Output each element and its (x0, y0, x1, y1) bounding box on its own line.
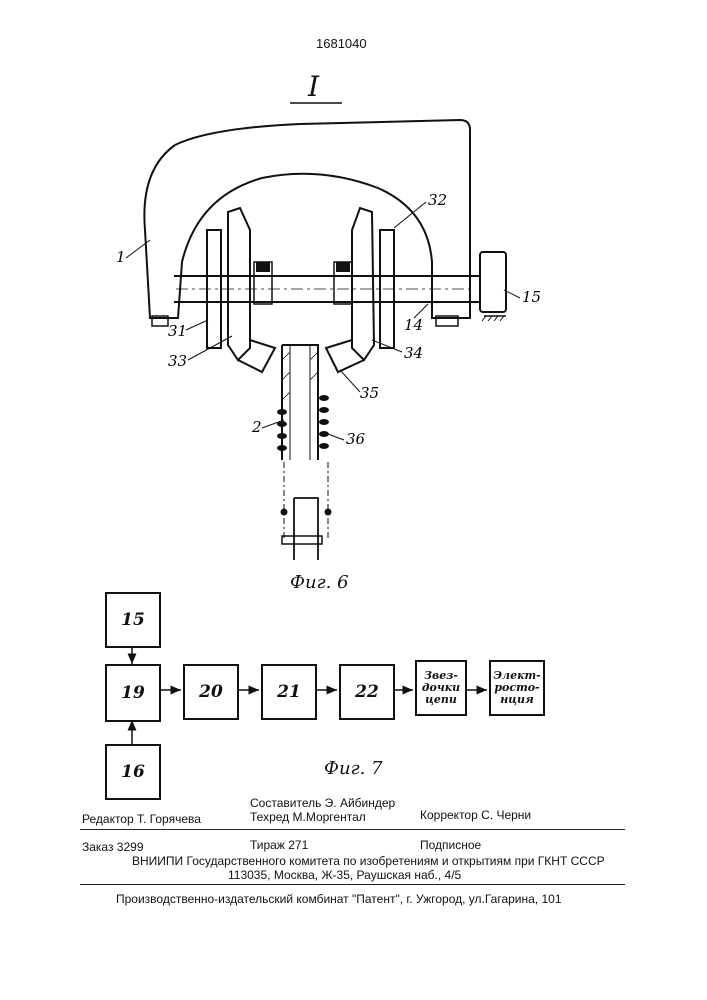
block-20: 20 (183, 664, 239, 720)
circulation: Тираж 271 (250, 838, 308, 852)
compiler: Составитель Э. Айбиндер (250, 796, 395, 810)
divider-2 (80, 884, 625, 885)
techred: Техред М.Моргентал (250, 810, 366, 824)
sprockets-line-3: цепи (425, 694, 457, 706)
block-power-station: Элект- росто- нция (489, 660, 545, 716)
block-21: 21 (261, 664, 317, 720)
figure-7-caption: Фиг. 7 (324, 758, 383, 779)
publisher-line: Производственно-издательский комбинат "П… (116, 892, 562, 906)
power-station-line-3: нция (500, 694, 534, 706)
block-chain-sprockets: Звез- дочки цепи (415, 660, 467, 716)
block-19: 19 (105, 664, 161, 722)
subscription: Подписное (420, 838, 481, 852)
order: Заказ 3299 (82, 840, 144, 854)
block-16: 16 (105, 744, 161, 800)
editor: Редактор Т. Горячева (82, 812, 201, 826)
block-15: 15 (105, 592, 161, 648)
corrector: Корректор С. Черни (420, 808, 531, 822)
vniipi-line: ВНИИПИ Государственного комитета по изоб… (132, 854, 605, 868)
address-line: 113035, Москва, Ж-35, Раушская наб., 4/5 (228, 868, 461, 882)
divider-1 (80, 829, 625, 830)
block-22: 22 (339, 664, 395, 720)
